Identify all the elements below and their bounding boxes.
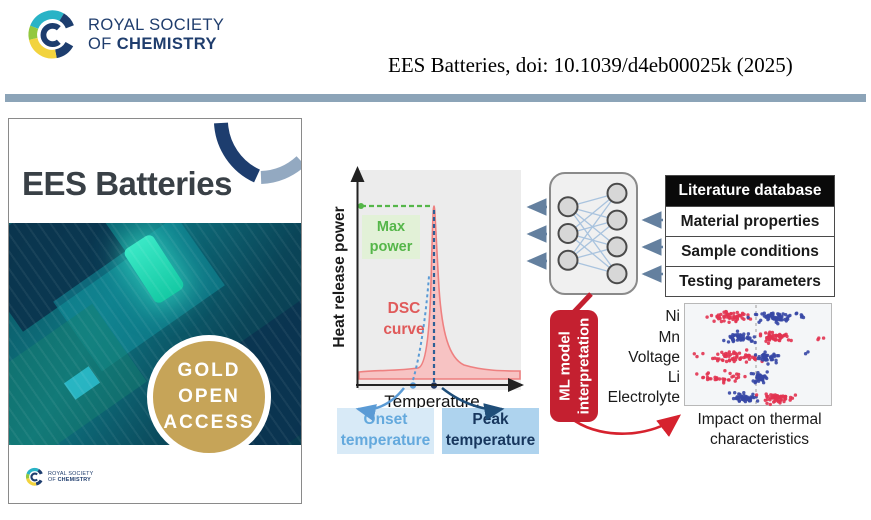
- badge-line: OPEN: [178, 386, 240, 407]
- cover-battery-glow: [122, 232, 186, 306]
- literature-table-row: Testing parameters: [666, 266, 834, 296]
- beeswarm-row-label: Li: [667, 369, 680, 386]
- cover-image: [9, 223, 301, 445]
- cover-image-shape: [9, 303, 147, 445]
- dsc-curve-label: DSC curve: [383, 300, 425, 338]
- beeswarm-plot-area: [684, 303, 832, 406]
- rsc-wordmark-line1: ROYAL SOCIETY: [88, 16, 225, 34]
- literature-table-header: Literature database: [666, 176, 834, 206]
- badge-line: ACCESS: [163, 412, 255, 433]
- badge-line: GOLD: [177, 360, 241, 381]
- header-divider: [5, 94, 866, 102]
- onset-temperature-label: Onset temperature: [337, 408, 434, 454]
- literature-table-row: Material properties: [666, 206, 834, 236]
- dsc-plot-area: [358, 170, 521, 390]
- rsc-logo: ROYAL SOCIETY OF CHEMISTRY: [26, 8, 224, 62]
- beeswarm-row-label: Electrolyte: [607, 389, 680, 406]
- ml-model-interpretation-text: ML model interpretation: [556, 317, 592, 415]
- beeswarm-row-label: Voltage: [628, 349, 680, 366]
- rsc-logo-icon: [28, 10, 74, 59]
- max-power-label: Max power: [362, 215, 420, 259]
- cover-arc-decoration: [214, 122, 301, 184]
- cover-footer-rsc-logo: ROYAL SOCIETY OF CHEMISTRY: [25, 467, 93, 487]
- rsc-wordmark: ROYAL SOCIETY OF CHEMISTRY: [88, 16, 224, 54]
- ml-model-interpretation-box: ML model interpretation: [550, 310, 598, 422]
- literature-table-row: Sample conditions: [666, 236, 834, 266]
- graphical-abstract: Heat release power Max power DSC curve T…: [331, 118, 871, 520]
- cover-image-shape: [9, 223, 130, 332]
- beeswarm-row-label: Ni: [665, 308, 680, 325]
- rsc-wordmark-line2: OF CHEMISTRY: [88, 35, 217, 53]
- dsc-y-axis-label: Heat release power: [331, 206, 348, 348]
- beeswarm-row-label: Mn: [658, 329, 680, 346]
- neural-network-box: [549, 172, 638, 295]
- open-access-badge: GOLD OPEN ACCESS: [147, 335, 271, 459]
- cover-image-shape: [63, 366, 101, 400]
- cover-title: EES Batteries: [22, 165, 232, 202]
- rsc-logo-icon-small: [25, 467, 43, 486]
- literature-table: Literature database Material properties …: [665, 175, 835, 297]
- journal-cover: EES Batteries GOLD OPEN ACCESS R: [8, 118, 302, 504]
- peak-temperature-label: Peak temperature: [442, 408, 539, 454]
- citation-text: EES Batteries, doi: 10.1039/d4eb00025k (…: [388, 53, 793, 77]
- rsc-wordmark-small: ROYAL SOCIETY OF CHEMISTRY: [48, 470, 94, 483]
- beeswarm-caption: Impact on thermal characteristics: [697, 411, 822, 448]
